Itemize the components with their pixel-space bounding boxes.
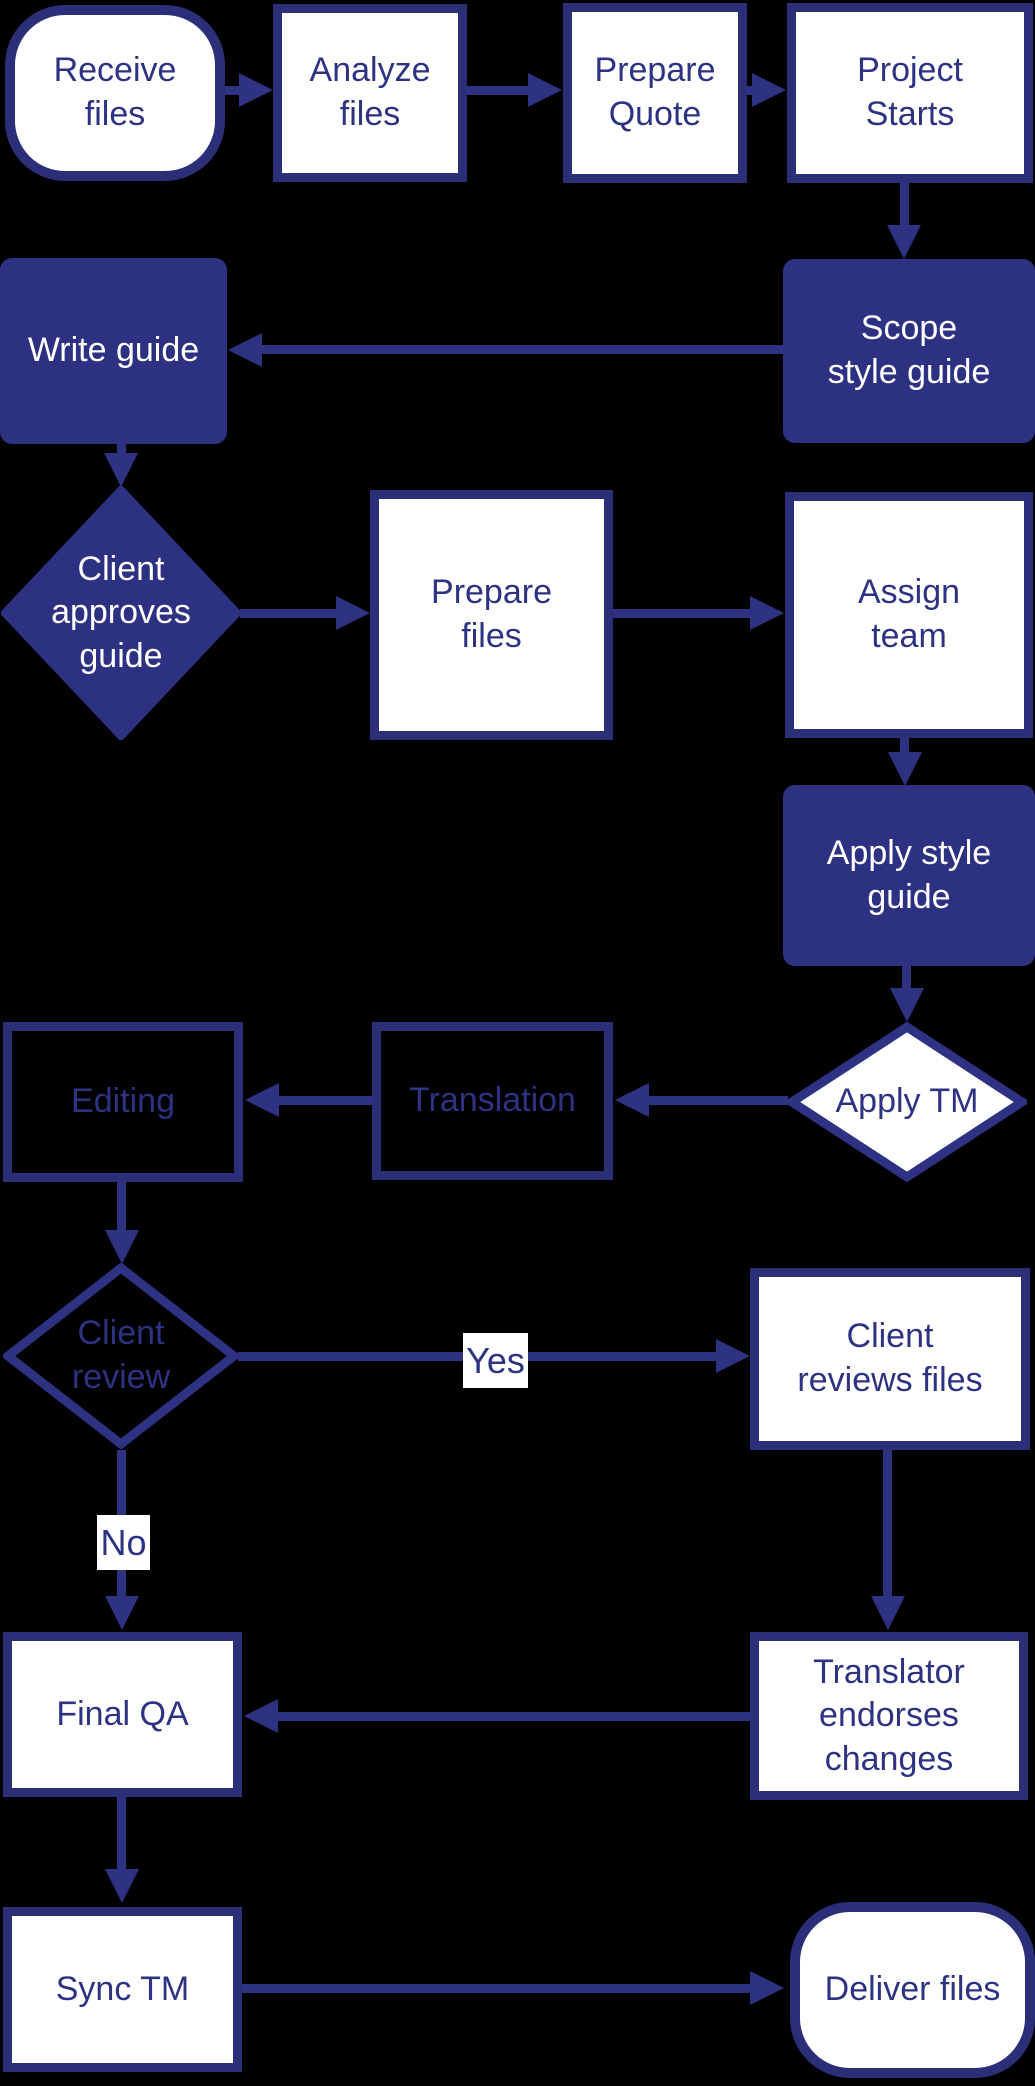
edge-analyze-quote-line xyxy=(467,86,529,95)
node-translator-endorses-changes-label: Translator endorses changes xyxy=(813,1652,965,1778)
node-editing: Editing xyxy=(3,1022,243,1182)
edge-applystyle-applytm-line xyxy=(902,966,911,989)
edge-approves-preparefiles-arrowhead xyxy=(336,596,370,630)
node-translator-endorses-changes: Translator endorses changes xyxy=(750,1632,1028,1800)
node-client-reviews-files: Client reviews files xyxy=(750,1268,1030,1450)
edge-receive-analyze-line xyxy=(225,86,240,95)
node-editing-label: Editing xyxy=(71,1082,175,1121)
edge-translator-finalqa-line xyxy=(278,1712,751,1721)
node-translation: Translation xyxy=(372,1022,613,1180)
node-write-guide-label: Write guide xyxy=(27,331,200,370)
node-receive-files: Receive files xyxy=(5,5,225,181)
edge-applytm-translation-line xyxy=(649,1096,788,1105)
edge-editing-review-arrowhead xyxy=(105,1230,139,1264)
node-scope-style-guide: Scope style guide xyxy=(783,259,1035,443)
client-approves-diamond-shape xyxy=(1,486,241,740)
edge-scope-write-arrowhead xyxy=(228,333,262,367)
node-sync-tm-label: Sync TM xyxy=(55,1969,190,2008)
node-deliver-files: Deliver files xyxy=(790,1902,1035,2078)
node-deliver-files-label: Deliver files xyxy=(824,1970,1001,2009)
node-write-guide: Write guide xyxy=(0,258,227,444)
edge-quote-project-line xyxy=(747,86,754,95)
edge-project-scope-arrowhead xyxy=(887,225,921,259)
node-prepare-files-label: Prepare files xyxy=(431,573,552,655)
edge-label-no: No xyxy=(97,1515,150,1570)
edge-applytm-translation-arrowhead xyxy=(615,1083,649,1117)
node-prepare-files: Prepare files xyxy=(370,490,613,740)
node-assign-team: Assign team xyxy=(785,492,1033,738)
node-analyze-files-label: Analyze files xyxy=(309,51,431,133)
node-assign-team-label: Assign team xyxy=(857,573,961,655)
edge-applystyle-applytm-arrowhead xyxy=(890,988,924,1022)
edge-receive-analyze-arrowhead xyxy=(239,73,273,107)
node-apply-style-guide: Apply style guide xyxy=(783,785,1035,966)
node-scope-style-guide-label: Scope style guide xyxy=(827,309,991,391)
edge-finalqa-synctm-line xyxy=(117,1797,126,1870)
edge-analyze-quote-arrowhead xyxy=(528,73,562,107)
node-client-approves-guide: Client approves guide xyxy=(1,486,241,740)
node-sync-tm: Sync TM xyxy=(3,1907,242,2072)
node-client-reviews-files-label: Client reviews files xyxy=(797,1317,983,1399)
node-client-review: Client review xyxy=(3,1263,239,1449)
edge-translation-editing-arrowhead xyxy=(245,1083,279,1117)
node-client-approves-guide-label: Client approves guide xyxy=(51,549,191,675)
edge-reviewsfiles-translator-arrowhead xyxy=(871,1596,905,1630)
edge-write-approves-line xyxy=(117,443,126,455)
edge-translation-editing-line xyxy=(279,1096,373,1105)
edge-write-approves-arrowhead xyxy=(104,453,138,487)
apply-tm-diamond-shape xyxy=(787,1022,1027,1182)
node-translation-label: Translation xyxy=(409,1081,576,1120)
edge-preparefiles-assign-line xyxy=(613,609,751,618)
edge-synctm-deliver-arrowhead xyxy=(750,1971,784,2005)
edge-quote-project-arrowhead xyxy=(752,73,786,107)
node-project-starts-label: Project Starts xyxy=(857,51,963,133)
edge-finalqa-synctm-arrowhead xyxy=(105,1869,139,1903)
edge-preparefiles-assign-arrowhead xyxy=(750,596,784,630)
node-prepare-quote-label: Prepare Quote xyxy=(594,51,716,133)
node-prepare-quote: Prepare Quote xyxy=(563,3,747,183)
edge-assign-applystyle-arrowhead xyxy=(888,752,922,786)
edge-project-scope-line xyxy=(900,183,909,225)
edge-review-finalqa-arrowhead xyxy=(105,1596,139,1630)
node-client-review-label: Client review xyxy=(71,1314,171,1396)
node-final-qa-label: Final QA xyxy=(56,1694,189,1733)
edge-translator-finalqa-arrowhead xyxy=(244,1699,278,1733)
edge-editing-review-line xyxy=(117,1182,126,1232)
edge-label-yes: Yes xyxy=(463,1333,528,1388)
edge-assign-applystyle-line xyxy=(900,738,909,753)
node-final-qa: Final QA xyxy=(3,1632,242,1797)
node-apply-tm-label: Apply TM xyxy=(835,1082,979,1121)
client-review-diamond-shape xyxy=(3,1263,239,1449)
node-receive-files-label: Receive files xyxy=(53,51,177,133)
edge-scope-write-line xyxy=(262,345,783,354)
edge-synctm-deliver-line xyxy=(242,1984,751,1993)
node-apply-style-guide-label: Apply style guide xyxy=(826,833,992,916)
edge-review-reviewsfiles-arrowhead xyxy=(716,1339,750,1373)
node-analyze-files: Analyze files xyxy=(273,4,467,182)
node-project-starts: Project Starts xyxy=(787,3,1033,183)
edge-reviewsfiles-translator-line xyxy=(883,1450,892,1598)
node-apply-tm: Apply TM xyxy=(787,1022,1027,1182)
edge-approves-preparefiles-line xyxy=(240,609,337,618)
